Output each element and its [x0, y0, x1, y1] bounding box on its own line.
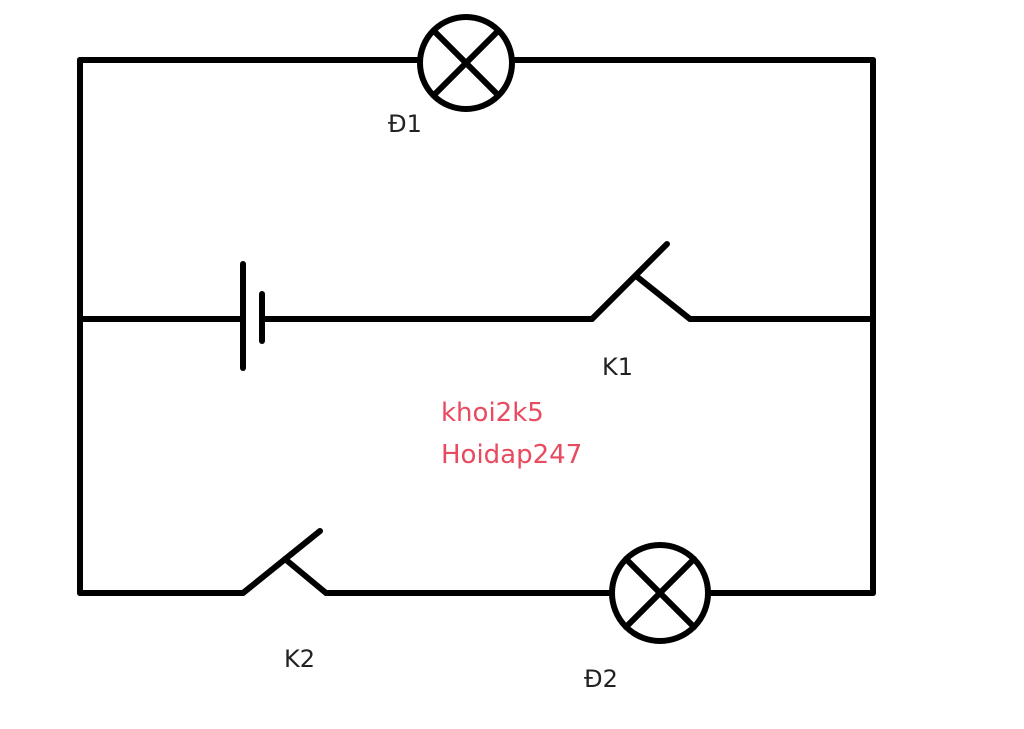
battery	[240, 261, 265, 371]
switch-k1	[589, 241, 693, 322]
lamp-d2	[609, 542, 711, 644]
lamp-d1-label: Đ1	[388, 110, 422, 138]
switch-k2	[240, 528, 329, 596]
watermark-line1: khoi2k5	[441, 398, 544, 428]
watermark-line2: Hoidap247	[441, 440, 582, 470]
lamp-d1	[417, 14, 515, 112]
switch-k2-label: K2	[284, 645, 315, 673]
switch-k1-label: K1	[602, 353, 633, 381]
lamp-d2-label: Đ2	[584, 665, 618, 693]
